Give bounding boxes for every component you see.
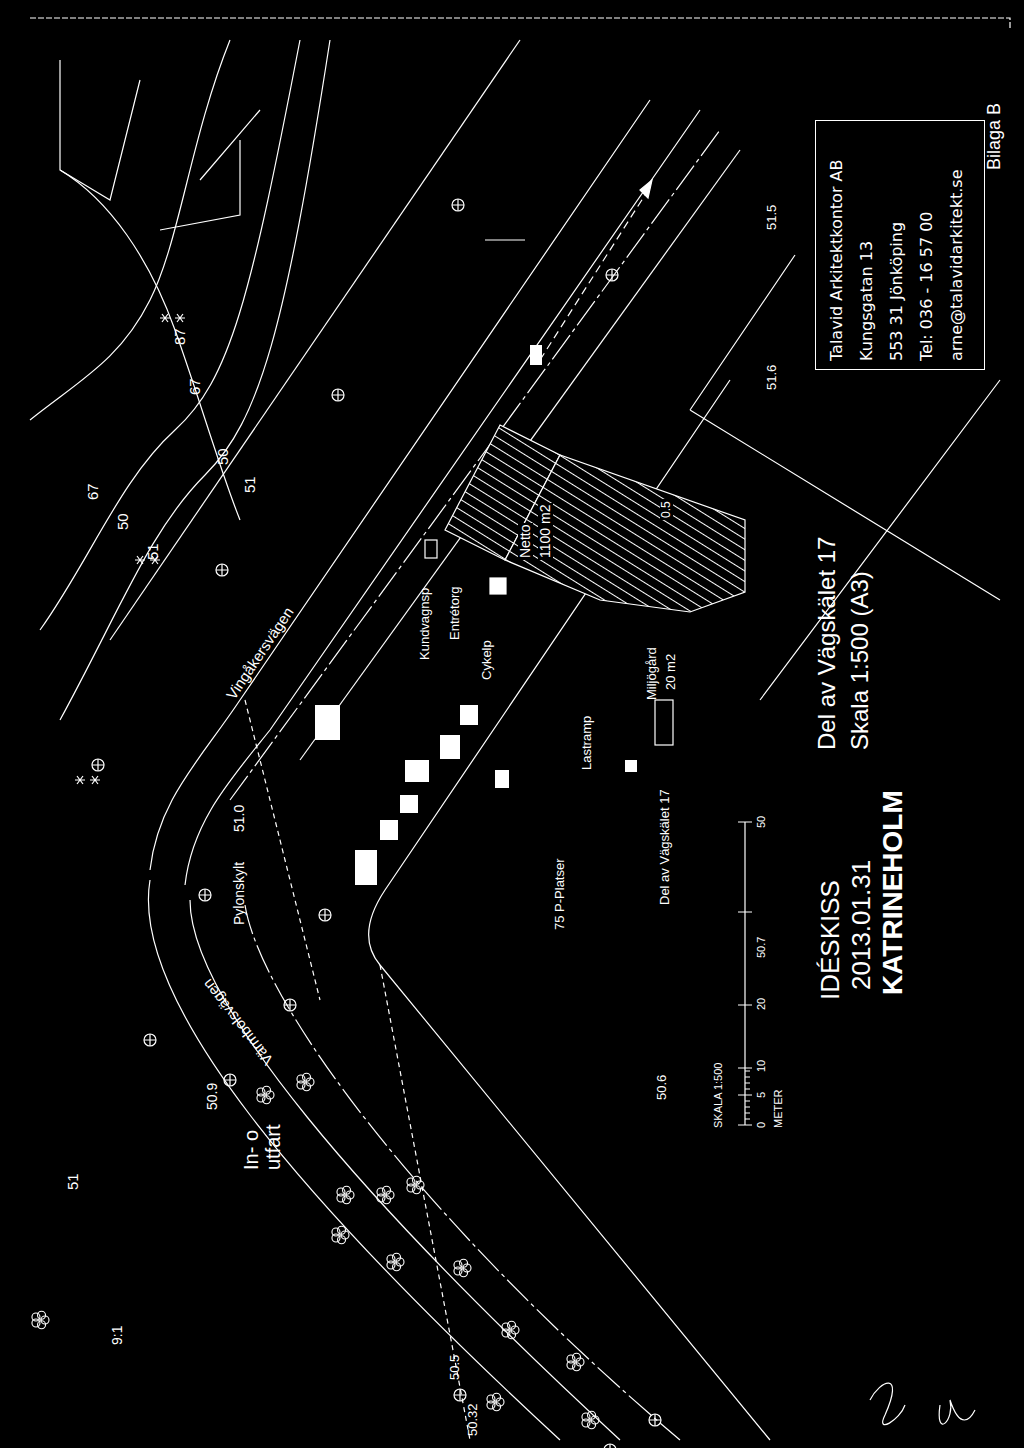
shrub-symbol (135, 556, 145, 564)
sheet-scale: Skala 1:500 (A3) (847, 571, 873, 750)
shrub-symbol (175, 314, 185, 322)
contour-number: 50 (215, 448, 232, 465)
map-symbols (32, 199, 661, 1448)
contour-number: 87 (172, 328, 189, 345)
spot-height: 51.5 (765, 205, 779, 230)
contour-number: 67 (187, 378, 204, 395)
lamp-symbol (649, 1414, 661, 1426)
spot-height: 0.5 (660, 499, 673, 520)
shrub-symbol (90, 776, 100, 784)
lamp-symbol (606, 269, 618, 281)
spot-height: 50.9 (205, 1083, 220, 1110)
tree-symbol (502, 1321, 519, 1339)
shrub-symbol (75, 776, 85, 784)
title-block: Talavid Arkitektkontor ABKungsgatan 1355… (815, 120, 985, 370)
lamp-symbol (452, 199, 464, 211)
address-line: Kungsgatan 13 (852, 129, 882, 361)
building-label: 1100 m2 (538, 503, 553, 560)
sheet-date: 2013.01.31 (847, 860, 876, 990)
tree-symbol (257, 1086, 274, 1104)
building (425, 425, 745, 612)
tree-symbol (407, 1176, 424, 1194)
lamp-symbol (284, 999, 296, 1011)
spot-height: 50.7 (755, 937, 767, 958)
lamp-symbol (332, 389, 344, 401)
spot-height: 50.6 (655, 1075, 669, 1100)
lamp-symbol (604, 1444, 616, 1448)
tree-symbol (337, 1186, 354, 1204)
lamp-symbol (144, 1034, 156, 1046)
lamp-symbol (224, 1074, 236, 1086)
tree-symbol (32, 1311, 49, 1329)
address-line: Tel: 036 - 16 57 00 (912, 129, 942, 361)
contour-number: 51 (242, 476, 259, 493)
site-label: 20 m2 (664, 654, 678, 690)
tree-symbol (297, 1073, 314, 1091)
lamp-symbol (92, 759, 104, 771)
address-line: Talavid Arkitektkontor AB (822, 129, 852, 361)
annex-label: Bilaga B (985, 103, 1005, 170)
linework (30, 18, 1010, 1440)
contour-number: 67 (85, 483, 102, 500)
site-label: Pylonskylt (232, 862, 247, 925)
site-label: Kundvagnsp (418, 588, 432, 660)
scale-number: 5 (755, 1092, 767, 1098)
site-label: Cykelp (480, 640, 494, 680)
tree-symbol (567, 1353, 584, 1371)
spot-height: 51.6 (765, 365, 779, 390)
site-label: Miljögård (645, 647, 659, 700)
lamp-symbol (454, 1389, 466, 1401)
scale-number: 0 (755, 1122, 767, 1128)
scale-unit: METER (772, 1090, 784, 1129)
tree-symbol (377, 1186, 394, 1204)
tree-symbol (454, 1259, 471, 1277)
building-label: Netto (518, 523, 533, 560)
address-line: 553 31 Jönköping (882, 129, 912, 361)
contour-number: 51 (65, 1173, 82, 1190)
scale-number: 20 (755, 998, 767, 1010)
site-label: Lastramp (580, 716, 594, 770)
parking-stalls (315, 345, 637, 885)
spot-height: 50.5 (448, 1355, 462, 1380)
site-label: 75 P-Platser (553, 858, 567, 930)
tree-symbol (487, 1393, 504, 1411)
lamp-symbol (216, 564, 228, 576)
access-label: In- o utfart (240, 1100, 284, 1170)
street-name: Värmbolsvägen (200, 976, 277, 1068)
lamp-symbol (199, 889, 211, 901)
sheet-title: Del av Vägskälet 17 (814, 537, 840, 750)
scale-number: 10 (755, 1060, 767, 1072)
tree-symbol (332, 1226, 349, 1244)
address-line: arne@talavidarkitekt.se (942, 129, 972, 361)
scale-label: SKALA 1:500 (712, 1063, 724, 1128)
shrub-symbol (160, 314, 170, 322)
tree-symbol (582, 1411, 599, 1429)
contour-number: 50 (115, 513, 132, 530)
spot-height: 50.32 (466, 1403, 480, 1436)
street-name: Vingåkersvägen (223, 604, 297, 702)
sheet-title: IDÉSKISS (816, 880, 845, 1000)
site-label: Del av Vägskälet 17 (658, 789, 672, 905)
slope-label: 9:1 (110, 1326, 125, 1345)
sheet-place: KATRINEHOLM (878, 790, 909, 995)
lamp-symbol (319, 909, 331, 921)
contour-number: 51 (145, 543, 162, 560)
site-label: Entrétorg (448, 587, 462, 640)
spot-height: 51.0 (232, 805, 247, 832)
scale-number: 50 (755, 816, 767, 828)
tree-symbol (387, 1253, 404, 1271)
